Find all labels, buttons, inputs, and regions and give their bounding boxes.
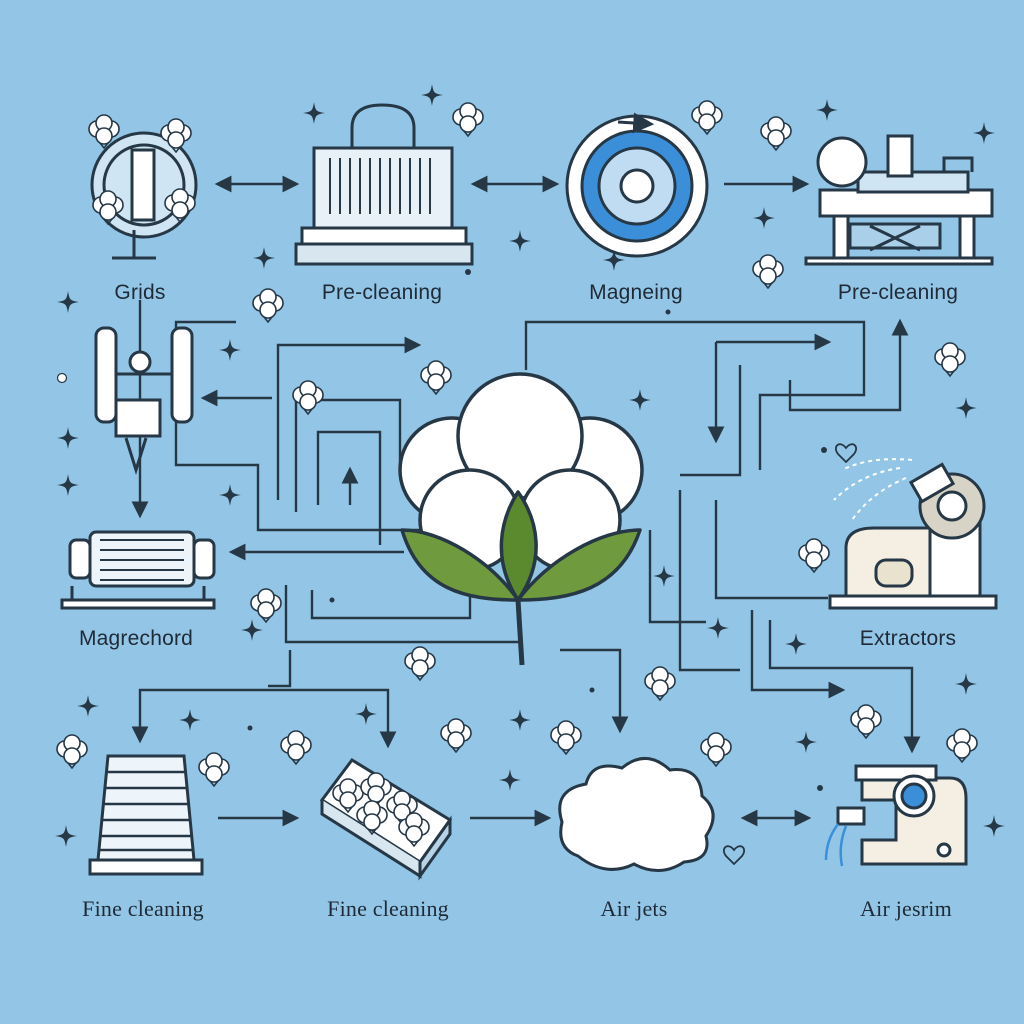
label-pre-cleaning-1: Pre-cleaning bbox=[321, 281, 443, 304]
separator-machine-icon bbox=[94, 326, 194, 476]
fine-cleaning-tray-icon bbox=[319, 758, 453, 881]
label-magrechord: Magrechord bbox=[78, 627, 194, 650]
label-fine-cleaning-2: Fine cleaning bbox=[327, 896, 449, 921]
grid-fan-icon bbox=[87, 113, 198, 260]
label-air-jesrim: Air jesrim bbox=[860, 896, 952, 921]
magnet-roller-icon bbox=[60, 530, 216, 610]
label-extractors: Extractors bbox=[859, 627, 957, 650]
conveyor-ladder-icon bbox=[88, 754, 204, 876]
label-grids: Grids bbox=[114, 281, 166, 304]
decorative-sparkles bbox=[55, 84, 1005, 866]
connector-lines bbox=[131, 175, 921, 827]
label-fine-cleaning-1: Fine cleaning bbox=[82, 896, 204, 921]
label-pre-cleaning-2: Pre-cleaning bbox=[837, 281, 959, 304]
cotton-boll-icon bbox=[398, 372, 644, 666]
extractor-machine-icon bbox=[828, 458, 998, 610]
label-air-jets: Air jets bbox=[600, 896, 668, 921]
pre-cleaning-press-icon bbox=[294, 103, 474, 266]
air-jet-machine-icon bbox=[824, 764, 968, 867]
air-cloud-icon bbox=[558, 757, 715, 872]
magnetic-ring-icon bbox=[565, 112, 709, 258]
label-magneing: Magneing bbox=[589, 281, 683, 304]
pre-cleaning-table-icon bbox=[804, 134, 994, 266]
